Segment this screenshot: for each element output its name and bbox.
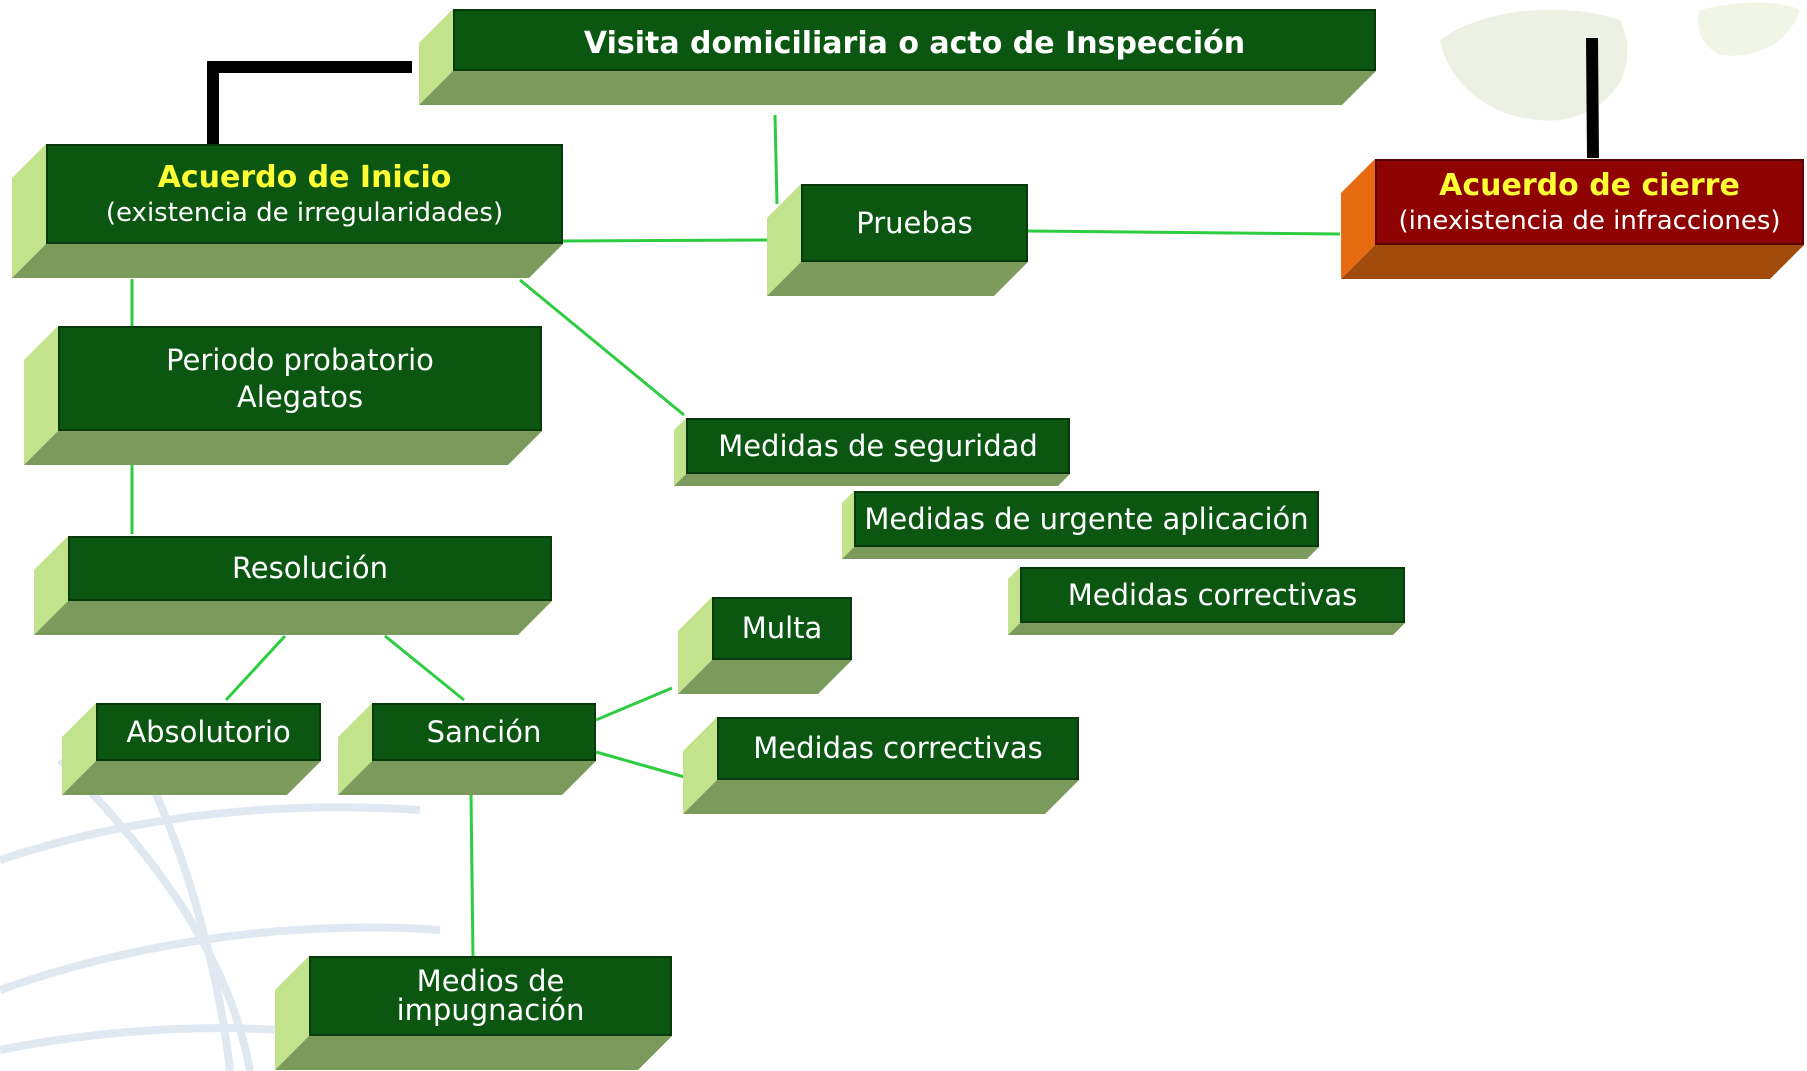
medidas-seguridad-label: Medidas de seguridad [718,428,1038,463]
globe-decoration [0,757,441,1071]
sancion-label: Sanción [426,714,542,749]
visita-node[interactable]: Visita domiciliaria o acto de Inspección [419,9,1376,105]
connector-resolucion-sancion [384,634,465,702]
absolutorio-node[interactable]: Absolutorio [62,703,321,795]
medidas-correctivas-2-node[interactable]: Medidas correctivas [683,717,1079,814]
sancion-node[interactable]: Sanción [338,703,596,795]
absolutorio-label: Absolutorio [126,714,291,749]
connector-sancion-multa [595,686,673,722]
multa-label: Multa [741,611,823,646]
periodo-line1: Periodo probatorio [166,343,434,378]
connector-resolucion-absolutorio [224,634,287,702]
medidas-urgente-node[interactable]: Medidas de urgente aplicación [842,491,1319,559]
elbow-connector-right [1586,37,1599,159]
connector-sancion-correctivas [595,750,689,780]
connector-pruebas-cierre [1027,229,1341,236]
resolucion-label: Resolución [231,551,389,586]
multa-node[interactable]: Multa [678,597,852,694]
medidas-correctivas-1-node[interactable]: Medidas correctivas [1008,567,1405,635]
elbow-connector-left [207,61,412,145]
connector-inicio-pruebas [562,238,771,243]
acuerdo-cierre-title: Acuerdo de cierre [1439,168,1740,203]
connector-sancion-medios [469,793,475,959]
medidas-seguridad-node[interactable]: Medidas de seguridad [674,418,1070,486]
connector-visita-pruebas [773,114,779,205]
pruebas-label: Pruebas [856,205,973,240]
medios-line2: impugnación [396,993,585,1027]
periodo-line2: Alegatos [236,379,364,414]
medidas-urgente-label: Medidas de urgente aplicación [864,501,1309,536]
medios-node[interactable]: Medios de impugnación [275,956,672,1070]
periodo-node[interactable]: Periodo probatorio Alegatos [24,326,542,465]
acuerdo-inicio-node[interactable]: Acuerdo de Inicio (existencia de irregul… [12,144,563,278]
medidas-correctivas-2-label: Medidas correctivas [753,731,1043,766]
acuerdo-cierre-node[interactable]: Acuerdo de cierre (inexistencia de infra… [1341,159,1804,279]
medidas-correctivas-1-label: Medidas correctivas [1067,577,1358,612]
visita-title: Visita domiciliaria o acto de Inspección [583,26,1246,61]
connector-inicio-seguridad [519,278,685,417]
resolucion-node[interactable]: Resolución [34,536,552,635]
pruebas-node[interactable]: Pruebas [767,184,1028,296]
medios-line1: Medios de [416,964,565,998]
acuerdo-inicio-subtitle: (existencia de irregularidades) [105,197,504,228]
leaf-decoration [1440,2,1800,121]
acuerdo-inicio-title: Acuerdo de Inicio [157,160,452,195]
acuerdo-cierre-subtitle: (inexistencia de infracciones) [1398,205,1781,236]
